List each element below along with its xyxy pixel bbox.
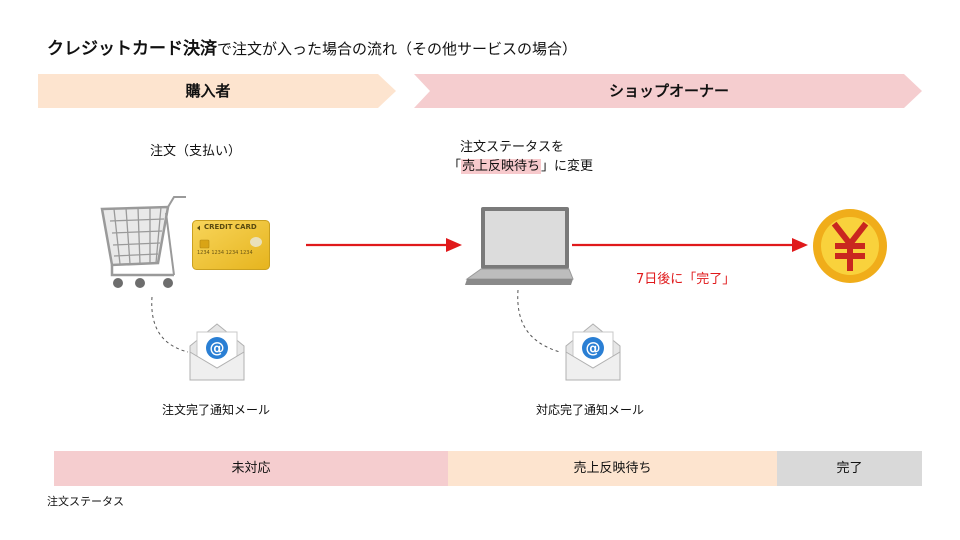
arrow-order-to-status [306,238,462,252]
mail-icon-buyer: @ [189,323,245,381]
buyer-mail-label: 注文完了通知メール [162,403,271,417]
owner-mail-label: 対応完了通知メール [536,403,645,417]
status-segment-pending: 売上反映待ち [448,451,777,486]
page-title: クレジットカード決済で注文が入った場合の流れ（その他サービスの場合） [47,34,577,59]
status-change-close: 」に変更 [541,159,594,174]
card-label: CREDIT CARD [204,223,257,231]
order-label: 注文（支払い） [150,144,242,159]
lane-buyer: 購入者 [38,74,396,108]
complete-note: 7日後に「完了」 [636,272,736,287]
mail-icon-owner: @ [565,323,621,381]
svg-text:@: @ [210,339,225,357]
lane-buyer-label: 購入者 [185,82,231,100]
connector-owner-mail [517,289,561,353]
status-segment-complete: 完了 [777,451,922,486]
status-change-line1: 注文ステータスを [460,140,565,155]
lane-owner-label: ショップオーナー [608,82,729,100]
status-segment-unhandled: 未対応 [54,451,448,486]
arrow-status-to-complete [572,238,808,252]
status-bar-caption: 注文ステータス [47,495,124,508]
lane-buyer-shape [38,74,396,108]
credit-card-shape [192,220,270,270]
lane-owner: ショップオーナー [414,74,922,108]
connector-buyer-mail [151,296,189,353]
page-title-bold: クレジットカード決済 [47,39,217,59]
credit-card: CREDIT CARD 1234 1234 1234 1234 [192,220,270,270]
status-change-line2: 「売上反映待ち」に変更 [448,155,593,174]
svg-text:@: @ [586,339,601,357]
lane-owner-shape [414,74,922,108]
shopping-cart-icon [100,196,186,288]
status-change-highlight: 売上反映待ち [461,159,542,174]
laptop-icon [465,207,574,285]
card-number: 1234 1234 1234 1234 [197,250,253,256]
status-change-open: 「 [448,159,462,174]
page-title-rest: で注文が入った場合の流れ（その他サービスの場合） [217,40,578,58]
yen-coin-icon [813,209,887,283]
